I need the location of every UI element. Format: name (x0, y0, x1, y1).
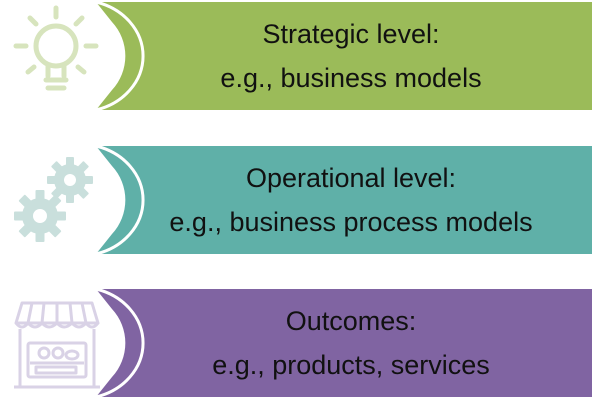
band-shape (96, 2, 592, 110)
level-band-operational: Operational level: e.g., business proces… (0, 144, 592, 256)
level-title: Strategic level: (262, 19, 440, 49)
gears-icon (0, 144, 112, 256)
band-shape (96, 289, 592, 397)
level-label: Strategic level: e.g., business models (120, 10, 582, 102)
band-arc (95, 0, 145, 112)
level-title: Operational level: (245, 163, 457, 193)
band-shape (96, 146, 592, 254)
band-background (95, 0, 592, 112)
level-band-outcomes: Outcomes: e.g., products, services (0, 287, 592, 399)
level-label: Outcomes: e.g., products, services (120, 297, 582, 389)
lightbulb-icon (0, 0, 112, 112)
level-label: Operational level: e.g., business proces… (120, 154, 582, 246)
band-background (95, 144, 592, 256)
level-subtitle: e.g., business models (220, 63, 482, 93)
level-subtitle: e.g., business process models (169, 207, 533, 237)
band-background (95, 287, 592, 399)
band-arc (95, 144, 145, 256)
level-subtitle: e.g., products, services (212, 350, 490, 380)
level-band-strategic: Strategic level: e.g., business models (0, 0, 592, 112)
storefront-icon (0, 287, 112, 399)
band-arc (95, 287, 145, 399)
level-title: Outcomes: (285, 306, 417, 336)
